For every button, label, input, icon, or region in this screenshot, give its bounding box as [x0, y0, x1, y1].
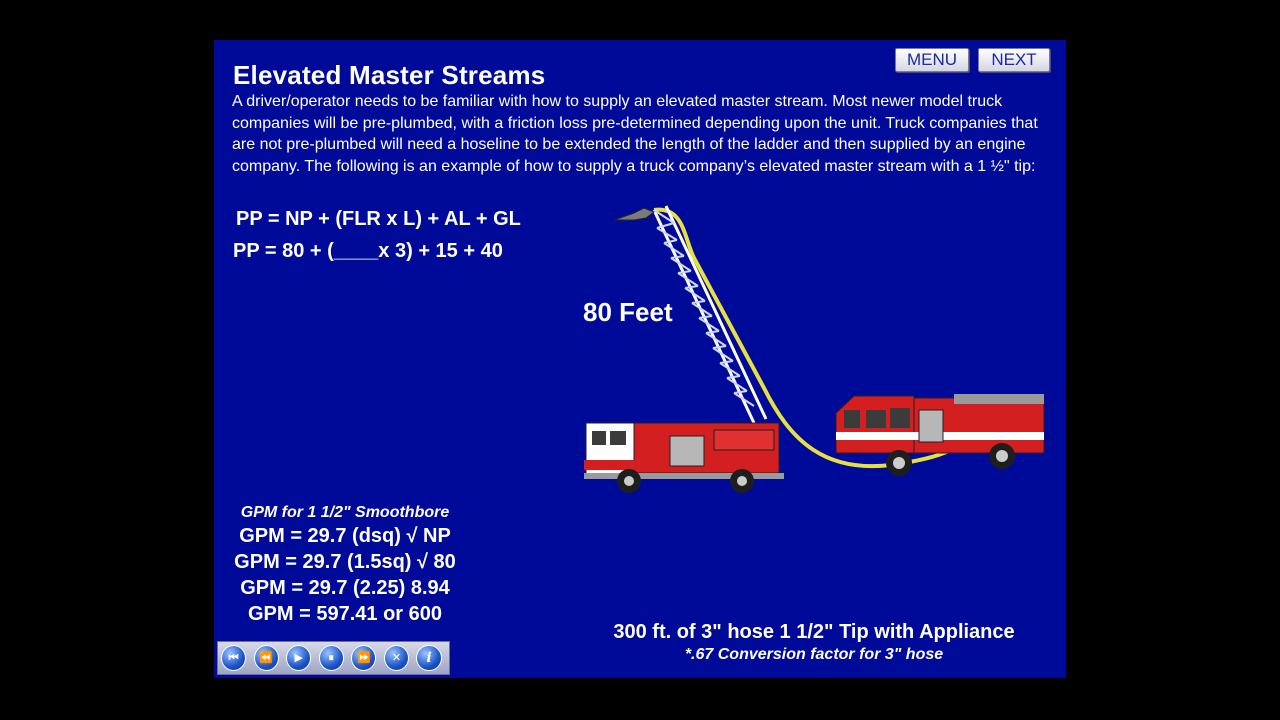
pause-icon[interactable]: ⏸: [318, 645, 344, 671]
aerial-ladder: [613, 205, 768, 424]
fast-forward-icon[interactable]: ⏩: [351, 645, 377, 671]
rewind-icon[interactable]: ⏪: [253, 645, 279, 671]
close-icon[interactable]: ✕: [383, 645, 409, 671]
gpm-line: GPM = 597.41 or 600: [247, 603, 442, 625]
ladder-truck: [584, 422, 784, 493]
fire-trucks-illustration: [584, 205, 1045, 493]
master-stream-nozzle-icon: [613, 207, 656, 221]
engine-truck: [835, 394, 1045, 476]
hose-caption-title: 300 ft. of 3" hose 1 1/2" Tip with Appli…: [613, 621, 1015, 643]
hose-caption-subtitle: *.67 Conversion factor for 3" hose: [684, 646, 944, 663]
next-button[interactable]: NEXT: [978, 48, 1050, 72]
menu-button[interactable]: MENU: [895, 48, 969, 72]
pump-pressure-formula: PP = NP + (FLR x L) + AL + GL: [236, 208, 521, 230]
ladder-height-label: 80 Feet: [583, 297, 673, 327]
gpm-calculation: GPM for 1 1/2" Smoothbore GPM = 29.7 (ds…: [214, 503, 476, 627]
pump-pressure-calculation: PP = 80 + (____x 3) + 15 + 40: [233, 240, 503, 262]
gpm-line: GPM = 29.7 (dsq) √ NP: [239, 525, 451, 547]
intro-paragraph: A driver/operator needs to be familiar w…: [232, 93, 1038, 175]
gpm-line: GPM = 29.7 (2.25) 8.94: [240, 577, 450, 599]
skip-to-start-icon[interactable]: ⏮: [221, 645, 247, 671]
page-title: Elevated Master Streams: [233, 60, 546, 90]
hose-caption: 300 ft. of 3" hose 1 1/2" Tip with Appli…: [566, 620, 1062, 665]
gpm-heading: GPM for 1 1/2" Smoothbore: [240, 504, 450, 521]
slide: MENU NEXT Elevated Master Streams A driv…: [214, 40, 1066, 678]
info-icon[interactable]: i: [416, 645, 442, 671]
gpm-line: GPM = 29.7 (1.5sq) √ 80: [234, 551, 456, 573]
play-icon[interactable]: ▶: [286, 645, 312, 671]
playback-controls: ⏮ ⏪ ▶ ⏸ ⏩ ✕ i: [217, 641, 450, 675]
